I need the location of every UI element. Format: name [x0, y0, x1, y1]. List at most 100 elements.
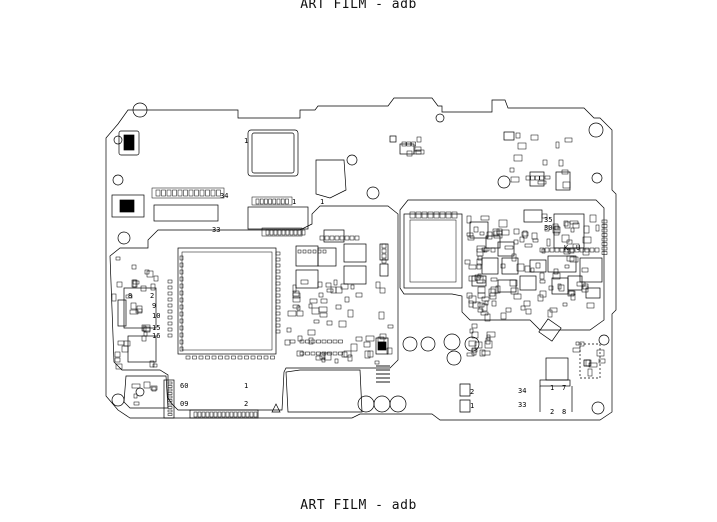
smd-part — [564, 264, 570, 269]
smd-part — [257, 355, 262, 360]
smd-part — [197, 411, 202, 418]
component — [379, 243, 389, 261]
smd-part — [486, 331, 496, 338]
smd-part — [481, 247, 490, 252]
smd-part — [123, 340, 131, 347]
smd-part — [445, 211, 452, 219]
smd-part — [601, 237, 608, 242]
pad-label: 1 — [470, 402, 474, 410]
smd-part — [476, 279, 486, 284]
smd-part — [511, 253, 517, 262]
smd-part — [491, 300, 497, 307]
smd-part — [513, 228, 520, 235]
smd-part — [259, 198, 264, 205]
smd-part — [510, 176, 520, 183]
component — [163, 379, 175, 419]
smd-part — [296, 310, 304, 317]
smd-part — [570, 293, 576, 301]
smd-part — [492, 228, 500, 236]
smd-part — [350, 284, 355, 290]
smd-part — [513, 293, 522, 300]
smd-part — [167, 297, 173, 302]
component — [567, 275, 583, 291]
smd-part — [327, 339, 332, 344]
smd-part — [305, 339, 310, 344]
smd-part — [575, 341, 580, 346]
smd-part — [493, 230, 503, 239]
smd-part — [167, 395, 173, 399]
smd-part — [193, 411, 198, 418]
smd-part — [167, 409, 173, 413]
smd-part — [321, 339, 327, 344]
smd-part — [544, 247, 550, 253]
smd-part — [439, 211, 446, 219]
smd-part — [539, 279, 546, 284]
component — [503, 131, 515, 141]
pad-label: 1 — [320, 198, 324, 206]
smd-part — [280, 198, 285, 205]
smd-part — [363, 341, 371, 348]
smd-part — [480, 215, 490, 221]
smd-part — [249, 411, 254, 418]
smd-part — [338, 320, 347, 328]
smd-part — [179, 325, 184, 331]
smd-part — [415, 149, 425, 155]
smd-part — [287, 310, 297, 317]
smd-part — [558, 159, 564, 167]
smd-part — [275, 329, 281, 334]
smd-part — [338, 339, 343, 344]
smd-part — [237, 355, 243, 360]
smd-part — [152, 363, 158, 368]
smd-part — [194, 189, 199, 197]
smd-part — [275, 257, 281, 262]
smd-part — [484, 340, 493, 349]
smd-part — [319, 235, 325, 241]
smd-part — [483, 247, 488, 253]
smd-part — [167, 381, 173, 385]
smd-part — [564, 137, 573, 143]
smd-part — [270, 355, 275, 360]
soc-inner — [181, 251, 273, 351]
smd-part — [586, 302, 595, 309]
smd-part — [564, 221, 571, 229]
smd-part — [250, 355, 256, 360]
component — [376, 365, 390, 383]
smd-part — [305, 351, 310, 356]
mount-hole — [366, 186, 380, 200]
smd-part — [387, 324, 394, 329]
smd-part — [308, 303, 313, 309]
component — [519, 275, 537, 291]
smd-part — [116, 281, 123, 288]
smd-part — [297, 335, 303, 342]
smd-part — [467, 235, 475, 241]
smd-part — [179, 332, 184, 338]
smd-part — [146, 270, 154, 278]
smd-part — [601, 219, 608, 224]
smd-part — [344, 235, 350, 241]
smd-part — [541, 213, 548, 219]
smd-part — [323, 352, 332, 361]
smd-part — [167, 413, 173, 416]
smd-part — [297, 229, 302, 236]
smd-part — [318, 292, 324, 298]
smd-part — [490, 277, 498, 282]
smd-part — [589, 214, 597, 223]
smd-part — [427, 211, 434, 219]
smd-part — [516, 263, 525, 272]
smd-part — [211, 355, 217, 360]
smd-part — [275, 281, 281, 286]
smd-part — [216, 189, 221, 197]
smd-part — [343, 350, 352, 358]
pad-label: 2 — [470, 388, 474, 396]
smd-part — [150, 385, 158, 391]
component — [295, 245, 319, 267]
smd-part — [495, 285, 501, 294]
smd-part — [364, 350, 371, 359]
smd-part — [524, 243, 533, 248]
smd-part — [133, 401, 140, 406]
smd-part — [143, 381, 151, 389]
smd-part — [554, 225, 560, 231]
smd-part — [188, 189, 194, 197]
smd-part — [476, 258, 483, 266]
